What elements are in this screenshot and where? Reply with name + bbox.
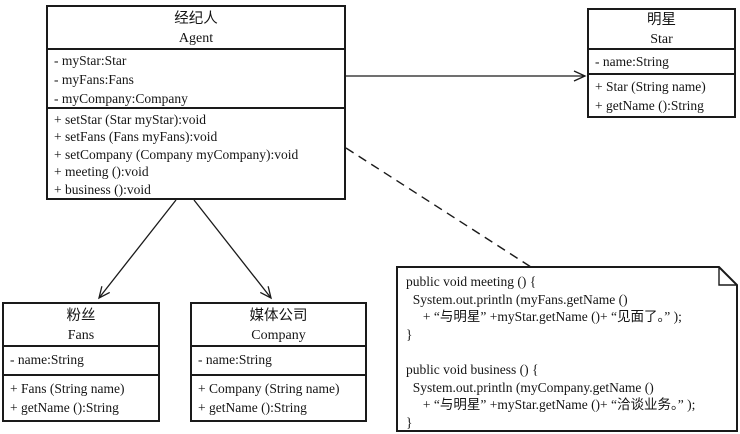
class-company-attributes: - name:String: [192, 347, 365, 376]
note-code-line: + “与明星” +myStar.getName ()+ “见面了。” );: [406, 309, 682, 325]
association-agent-fans-line: [98, 199, 177, 300]
method: + Fans (String name): [10, 381, 125, 396]
note-code-line: }: [406, 326, 413, 342]
class-fans-methods: + Fans (String name) + getName ():String: [4, 376, 158, 420]
class-agent-title: 经纪人 Agent: [48, 7, 344, 50]
method: + setStar (Star myStar):void: [54, 112, 206, 127]
class-agent-attributes: - myStar:Star - myFans:Fans - myCompany:…: [48, 50, 344, 109]
class-star-name-cn: 明星: [647, 12, 676, 28]
note-outline: [396, 266, 738, 432]
attribute: - myFans:Fans: [54, 72, 134, 87]
attribute: - myCompany:Company: [54, 91, 188, 106]
class-company-methods: + Company (String name) + getName ():Str…: [192, 376, 365, 420]
note-code-line: }: [406, 414, 413, 430]
class-fans-name-cn: 粉丝: [66, 308, 96, 324]
class-star-name-en: Star: [650, 32, 673, 47]
class-fans: 粉丝 Fans - name:String + Fans (String nam…: [2, 302, 160, 422]
method: + getName ():String: [595, 98, 704, 113]
note-code-line: System.out.println (myFans.getName (): [406, 291, 628, 307]
class-fans-title: 粉丝 Fans: [4, 304, 158, 347]
class-star-title: 明星 Star: [589, 10, 734, 50]
attribute: - name:String: [198, 352, 272, 367]
attribute: - name:String: [595, 54, 669, 69]
association-agent-company-line: [193, 199, 272, 300]
method: + getName ():String: [10, 400, 119, 415]
class-fans-name-en: Fans: [67, 328, 95, 343]
class-agent-name-cn: 经纪人: [174, 11, 218, 27]
class-company-name-cn: 媒体公司: [249, 308, 308, 324]
attribute: - myStar:Star: [54, 53, 127, 68]
class-fans-attributes: - name:String: [4, 347, 158, 376]
class-star-methods: + Star (String name) + getName ():String: [589, 75, 734, 116]
method: + business ():void: [54, 181, 151, 197]
note-code-line: + “与明星” +myStar.getName ()+ “洽谈业务。” );: [406, 397, 696, 413]
class-company-name-en: Company: [251, 328, 306, 343]
note-anchor-dashed-line: [345, 147, 532, 268]
note-code-line: public void business () {: [406, 361, 539, 377]
note-code-line: public void meeting () {: [406, 274, 537, 289]
class-star-attributes: - name:String: [589, 50, 734, 75]
method: + meeting ():void: [54, 164, 149, 180]
code-note: public void meeting () { System.out.prin…: [397, 267, 737, 431]
class-star: 明星 Star - name:String + Star (String nam…: [587, 8, 736, 118]
method: + Company (String name): [198, 381, 340, 396]
method: + setFans (Fans myFans):void: [54, 129, 218, 145]
attribute: - name:String: [10, 352, 84, 367]
note-fold-corner: [718, 267, 737, 286]
class-company-title: 媒体公司 Company: [192, 304, 365, 347]
method: + getName ():String: [198, 400, 307, 415]
method: + Star (String name): [595, 79, 706, 94]
note-code-line: System.out.println (myCompany.getName (): [406, 379, 654, 395]
class-company: 媒体公司 Company - name:String + Company (St…: [190, 302, 367, 422]
method: + setCompany (Company myCompany):void: [54, 146, 299, 162]
class-agent-methods: + setStar (Star myStar):void + setFans (…: [48, 109, 344, 198]
class-agent-name-en: Agent: [178, 31, 214, 46]
note-code-line: [406, 343, 731, 361]
class-agent: 经纪人 Agent - myStar:Star - myFans:Fans - …: [46, 5, 346, 200]
